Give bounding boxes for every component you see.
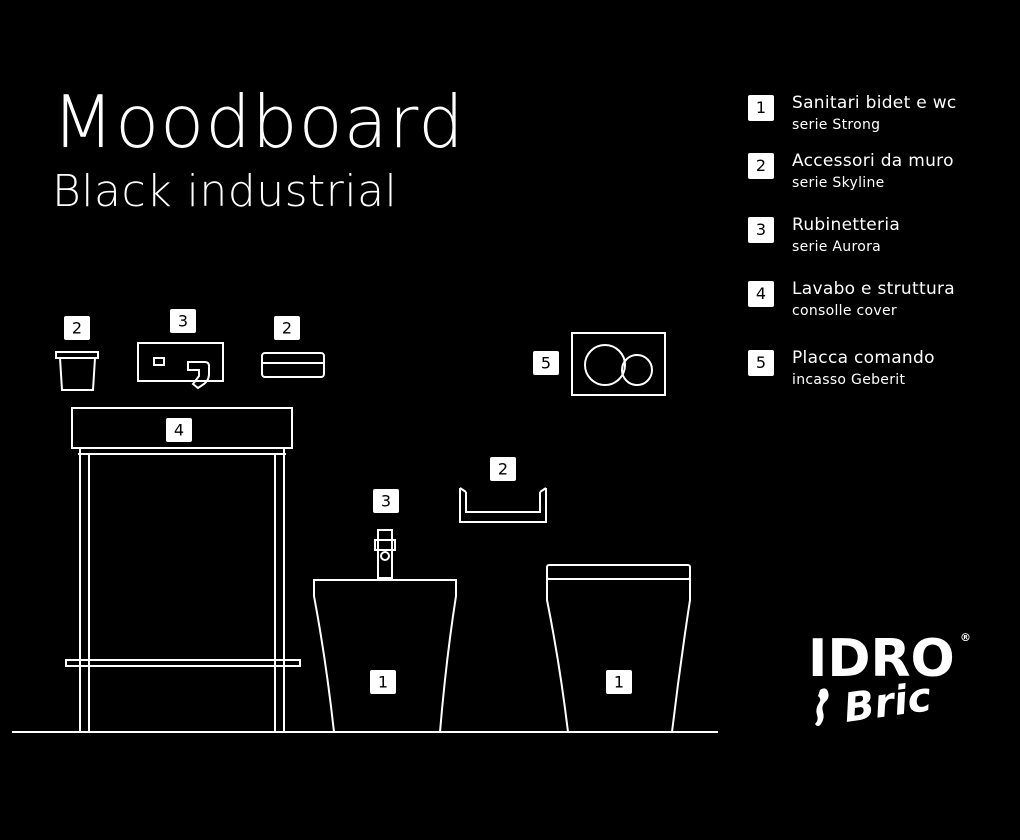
number-badge: 1 <box>606 670 632 694</box>
legend-name: Placca comando <box>792 348 935 368</box>
legend-number: 2 <box>748 153 774 179</box>
number-badge: 1 <box>370 670 396 694</box>
badge-label: 4 <box>174 421 184 440</box>
badge-label: 2 <box>282 319 292 338</box>
page-title: Moodboard <box>52 80 465 164</box>
flush-plate-illustration <box>571 332 666 396</box>
bidet-illustration <box>313 579 457 733</box>
badge-label: 3 <box>381 492 391 511</box>
legend-series: incasso Geberit <box>792 372 906 388</box>
legend-number: 3 <box>748 217 774 243</box>
badge-label: 2 <box>498 460 508 479</box>
basin-mixer-illustration <box>137 342 224 390</box>
shelf-illustration <box>459 487 547 523</box>
soap-dish-illustration <box>261 352 325 378</box>
badge-label: 1 <box>378 673 388 692</box>
number-badge: 3 <box>170 309 196 333</box>
logo-line1: IDRO <box>808 629 955 689</box>
legend-number: 1 <box>748 95 774 121</box>
badge-label: 5 <box>541 354 551 373</box>
logo-registered-mark: ® <box>960 631 971 644</box>
legend-number: 5 <box>748 350 774 376</box>
legend-series: serie Aurora <box>792 239 882 255</box>
cup-holder-illustration <box>55 351 99 391</box>
legend-series: consolle cover <box>792 303 897 319</box>
number-badge: 2 <box>64 316 90 340</box>
number-badge: 2 <box>274 316 300 340</box>
legend-name: Lavabo e struttura <box>792 279 956 299</box>
badge-label: 2 <box>72 319 82 338</box>
badge-label: 3 <box>178 312 188 331</box>
number-badge: 5 <box>533 351 559 375</box>
legend-name: Sanitari bidet e wc <box>792 93 957 113</box>
idrobric-logo: IDRO ® Bric <box>808 629 971 732</box>
legend-name: Rubinetteria <box>792 215 901 235</box>
legend-series: serie Strong <box>792 117 881 133</box>
washbasin-illustration <box>65 407 301 732</box>
seahorse-icon <box>815 688 829 726</box>
legend-name: Accessori da muro <box>792 151 954 171</box>
badge-label: 1 <box>614 673 624 692</box>
page-subtitle: Black industrial <box>52 166 398 217</box>
legend-series: serie Skyline <box>792 175 885 191</box>
legend-number: 4 <box>748 281 774 307</box>
bidet-mixer-illustration <box>374 529 396 579</box>
number-badge: 4 <box>166 418 192 442</box>
number-badge: 2 <box>490 457 516 481</box>
number-badge: 3 <box>373 489 399 513</box>
wc-illustration <box>546 564 691 733</box>
